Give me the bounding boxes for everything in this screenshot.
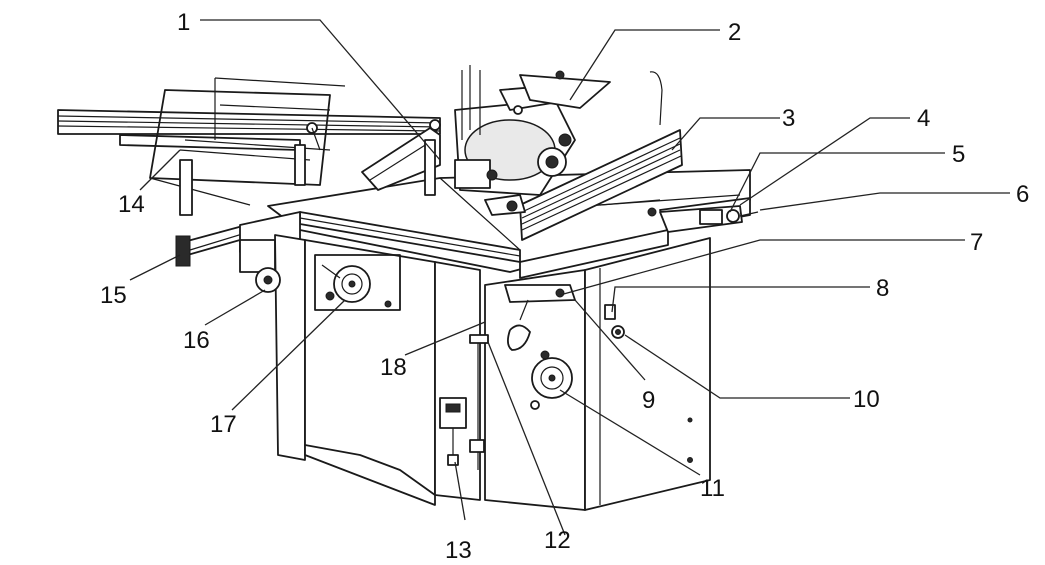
arm-clamp — [175, 235, 191, 267]
callout-6: 6 — [1016, 181, 1029, 208]
rip-fence — [484, 71, 683, 241]
lock-lever — [604, 304, 616, 320]
callout-15: 15 — [100, 282, 127, 309]
right-cabinet-side — [584, 237, 711, 511]
callout-9: 9 — [642, 387, 655, 414]
switch-box — [439, 397, 467, 466]
support-leg — [179, 159, 193, 216]
sliding-table-frame — [57, 77, 441, 216]
crosscut-fence-assembly — [469, 284, 576, 470]
left-cabinet-front — [434, 261, 481, 501]
callout-7: 7 — [970, 229, 983, 256]
callout-3: 3 — [782, 105, 795, 132]
callout-10: 10 — [853, 386, 880, 413]
callout-8: 8 — [876, 275, 889, 302]
callout-4: 4 — [917, 105, 930, 132]
callout-labels: 1 2 3 4 5 6 7 8 9 10 11 12 13 14 15 16 1… — [100, 9, 1029, 564]
fence-lock-handle — [507, 324, 531, 351]
left-cabinet — [255, 234, 481, 506]
right-cabinet — [484, 237, 711, 511]
callout-14: 14 — [118, 191, 145, 218]
callout-17: 17 — [210, 411, 237, 438]
table-lock-knob — [726, 209, 740, 223]
callout-12: 12 — [544, 527, 571, 554]
switch-box-body — [439, 397, 467, 429]
callout-1: 1 — [177, 9, 190, 36]
callout-11: 11 — [700, 475, 725, 502]
callout-5: 5 — [952, 141, 965, 168]
fence-hook-rod — [649, 71, 663, 126]
spindle-head-assembly — [454, 65, 611, 196]
leader-lines — [129, 19, 1010, 536]
left-leg — [274, 234, 306, 461]
hold-down-guard — [519, 74, 611, 109]
planer-table-extension — [647, 205, 759, 233]
callout-16: 16 — [183, 327, 210, 354]
main-table-top — [239, 169, 751, 279]
callout-2: 2 — [728, 19, 741, 46]
combination-woodworking-machine — [57, 65, 759, 511]
callout-13: 13 — [445, 537, 472, 564]
callout-18: 18 — [380, 354, 407, 381]
